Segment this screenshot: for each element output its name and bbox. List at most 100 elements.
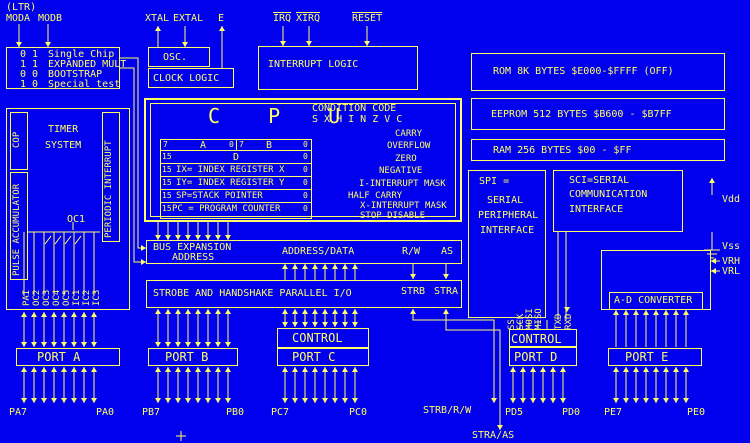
port-e-bus-arrow (663, 310, 669, 315)
clock-logic-label: CLOCK LOGIC (153, 73, 220, 84)
port-b-bus-arrow (185, 309, 191, 314)
port-c-pins-arrow (302, 398, 308, 403)
port-c-control-label: CONTROL (292, 331, 343, 345)
port-a-to-timer-arrow (51, 312, 57, 317)
pin-pd0: PD0 (562, 407, 581, 418)
mode-row-label: Special test (48, 79, 121, 90)
spi-label: SERIAL (487, 195, 524, 206)
port-e-pins-arrow (673, 367, 679, 372)
arrowhead (443, 274, 449, 279)
port-a-to-timer-arrow (71, 342, 77, 347)
bit-number: 15 (162, 204, 172, 213)
bit-number: 0 (303, 165, 308, 174)
port-b-bus-arrow (165, 342, 171, 347)
port-b-pins-arrow (165, 398, 171, 403)
strb-wire (412, 309, 495, 403)
port-a-label: PORT A (37, 350, 81, 364)
bit-number: 7 (239, 140, 244, 149)
modb-label: MODB (38, 13, 63, 24)
port-c-pins-arrow (342, 398, 348, 403)
port-b-pins-arrow (185, 398, 191, 403)
flag-zero: ZERO (395, 154, 417, 164)
port-c-bus-arrow (312, 322, 318, 327)
bit-number: 7 (163, 140, 168, 149)
port-a-pins-arrow (21, 367, 27, 372)
register-divider (160, 163, 312, 164)
ccr-bits: S X H I N Z V C (312, 114, 403, 125)
mode-bus-wire (120, 67, 146, 263)
register-divider (160, 202, 312, 203)
port-c-bus-arrow (332, 309, 338, 314)
register-divider (236, 139, 237, 150)
bit-number: 0 (303, 152, 308, 161)
pin-oc5: OC5 (62, 289, 72, 306)
ad-bus-arrow (292, 264, 298, 269)
port-a-pins-arrow (91, 367, 97, 372)
pin-txd: TXD (554, 313, 564, 330)
arrowhead (709, 178, 715, 183)
arrowhead (497, 425, 503, 430)
port-b-pins-arrow (205, 398, 211, 403)
port-c-bus-arrow (352, 322, 358, 327)
arrowhead (564, 307, 570, 312)
port-e-pins-arrow (673, 398, 679, 403)
interrupt-logic-box (258, 46, 418, 90)
port-e-pins-arrow (623, 367, 629, 372)
port-a-to-timer-arrow (51, 342, 57, 347)
port-a-pins-arrow (71, 398, 77, 403)
spi-label: INTERFACE (480, 225, 535, 236)
switch (44, 235, 52, 245)
as-label: AS (441, 246, 454, 257)
port-a-pins-arrow (51, 398, 57, 403)
port-a-to-timer-arrow (21, 342, 27, 347)
register-divider (160, 176, 312, 177)
pin-oc4: OC4 (52, 289, 62, 306)
port-c-pins-arrow (322, 398, 328, 403)
sci-label: INTERFACE (569, 204, 624, 215)
port-a-pins-arrow (41, 398, 47, 403)
port-e-pins-arrow (653, 367, 659, 372)
address-bus-arrow (205, 235, 211, 240)
address-bus-arrow (215, 235, 221, 240)
port-c-pins-arrow (322, 367, 328, 372)
pin-pe7: PE7 (604, 407, 623, 418)
port-b-pins-arrow (205, 367, 211, 372)
port-c-pins-arrow (312, 398, 318, 403)
flag-stop-disable: STOP DISABLE (360, 211, 426, 221)
arrowhead (141, 245, 146, 251)
e-label: E (218, 13, 225, 24)
port-b-bus-arrow (175, 309, 181, 314)
port-c-pins-arrow (292, 398, 298, 403)
mode-row-bits: 0 0 (20, 69, 39, 80)
port-b-bus-arrow (195, 342, 201, 347)
pin-pa7: PA7 (9, 407, 28, 418)
port-b-pins-arrow (185, 367, 191, 372)
port-d-control-box (509, 329, 577, 347)
port-e-pins-arrow (653, 398, 659, 403)
spi-box (468, 170, 546, 318)
port-d-control-label: CONTROL (511, 332, 562, 346)
ad-bus-arrow (302, 264, 308, 269)
pin-pb0: PB0 (226, 407, 245, 418)
arrowhead (45, 42, 51, 47)
port-a-to-timer-arrow (81, 312, 87, 317)
port-b-box (148, 348, 238, 366)
port-c-bus-arrow (282, 322, 288, 327)
oscillator-box (148, 47, 210, 67)
program-counter: PC = PROGRAM COUNTER (172, 204, 281, 214)
port-c-control-box (277, 328, 369, 348)
port-c-pins-arrow (332, 367, 338, 372)
arrowhead (491, 398, 497, 403)
rw-label: R/W (402, 246, 421, 257)
port-a-to-timer-arrow (81, 342, 87, 347)
bit-number: 0 (303, 204, 308, 213)
pulse-accumulator-box (10, 172, 28, 280)
port-c-pins-arrow (332, 398, 338, 403)
index-register-x: IX= INDEX REGISTER X (176, 165, 285, 175)
port-e-pins-arrow (633, 367, 639, 372)
xirq-label: XIRQ (296, 13, 321, 24)
port-b-pins-arrow (225, 367, 231, 372)
sci-label: SCI=SERIAL (569, 175, 630, 186)
